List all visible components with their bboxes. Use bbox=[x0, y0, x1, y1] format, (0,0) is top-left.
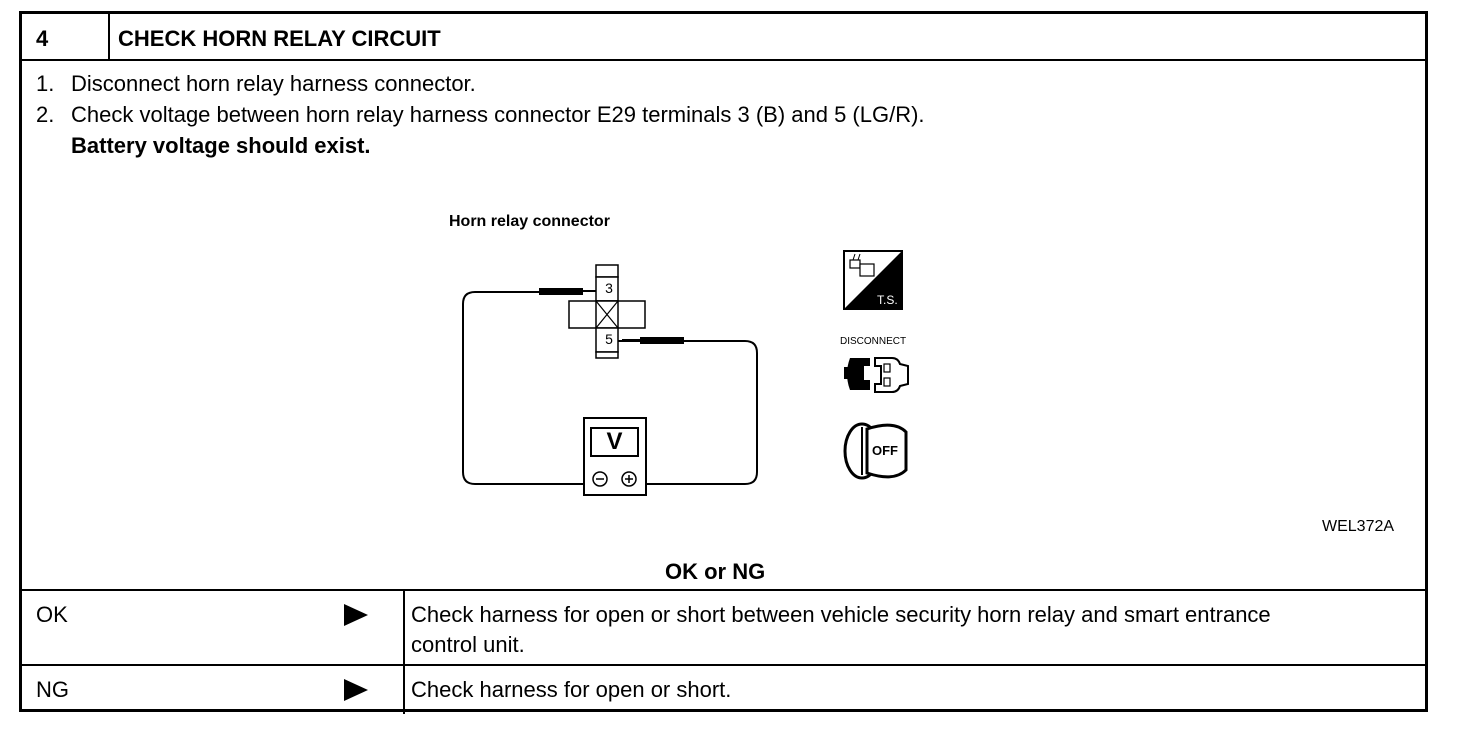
ts-icon bbox=[843, 250, 903, 310]
diagnostic-step-table: 4 CHECK HORN RELAY CIRCUIT 1. Disconnect… bbox=[19, 11, 1428, 714]
ts-label: T.S. bbox=[877, 293, 898, 307]
result-ok-status: OK bbox=[36, 602, 68, 627]
terminal-5-label: 5 bbox=[605, 331, 613, 347]
terminal-3-label: 3 bbox=[605, 280, 613, 296]
connector-label: Horn relay connector bbox=[449, 213, 610, 230]
header-divider bbox=[108, 14, 110, 60]
step2-number: 2. bbox=[36, 102, 55, 127]
step-number: 4 bbox=[36, 26, 49, 51]
ignition-off-label: OFF bbox=[872, 443, 898, 458]
result-ng-status: NG bbox=[36, 677, 69, 702]
step2-text: Check voltage between horn relay harness… bbox=[71, 102, 925, 127]
result-ok-action-line2: control unit. bbox=[411, 632, 525, 657]
step1-text: Disconnect horn relay harness connector. bbox=[71, 71, 476, 96]
step-title: CHECK HORN RELAY CIRCUIT bbox=[118, 26, 441, 51]
probe-left bbox=[539, 288, 583, 295]
step1-number: 1. bbox=[36, 71, 55, 96]
result-ng-action: Check harness for open or short. bbox=[411, 677, 732, 702]
arrow-right-icon bbox=[344, 604, 368, 626]
result-ok-action-line1: Check harness for open or short between … bbox=[411, 602, 1271, 627]
horn-relay-connector bbox=[568, 264, 646, 359]
circuit-diagram bbox=[462, 250, 909, 496]
arrow-right-icon bbox=[344, 679, 368, 701]
result-rule bbox=[22, 664, 1425, 666]
figure-id: WEL372A bbox=[1322, 518, 1395, 535]
result-column-divider bbox=[403, 589, 405, 714]
disconnect-connector-icon bbox=[844, 357, 909, 393]
question-rule bbox=[22, 589, 1425, 591]
disconnect-label: DISCONNECT bbox=[840, 336, 907, 347]
voltmeter-display: V bbox=[606, 428, 623, 455]
voltmeter-icon bbox=[583, 417, 647, 496]
probe-right bbox=[640, 337, 684, 344]
expected-result: Battery voltage should exist. bbox=[71, 133, 371, 158]
ok-or-ng-question: OK or NG bbox=[665, 559, 766, 584]
header-rule bbox=[22, 59, 1425, 61]
ignition-off-icon bbox=[843, 422, 908, 480]
